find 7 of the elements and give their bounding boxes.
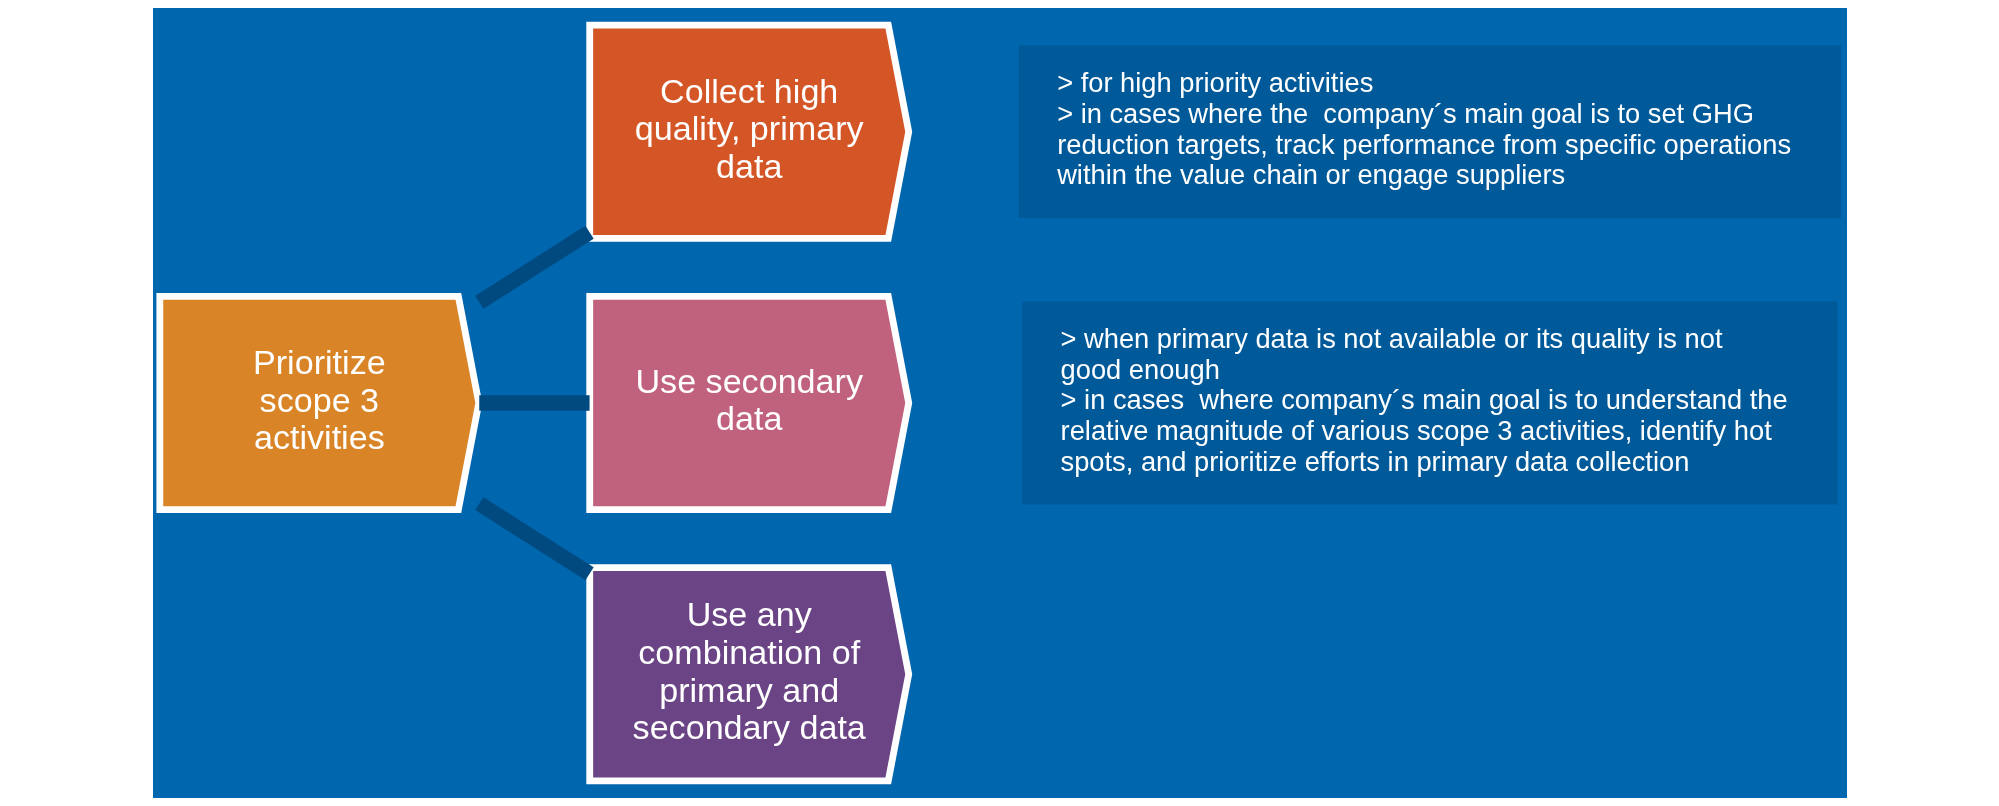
node-label: > in cases where company´s main goal is to understand the relative magnitude of various scope 3 activities, identify hot spots, and prioritize efforts in primary data collection [1060, 384, 1788, 477]
connector [474, 225, 594, 309]
node-label: > when primary data is not available or its quality is not good enough [1060, 323, 1722, 385]
node-label: > in cases where the company´s main goal is to set GHG reduction targets, track performance from specific operations within the value chain or engage suppliers [1056, 97, 1791, 191]
connector [478, 395, 590, 411]
node-label: > for high priority activities [1056, 67, 1373, 99]
connector [474, 497, 594, 581]
